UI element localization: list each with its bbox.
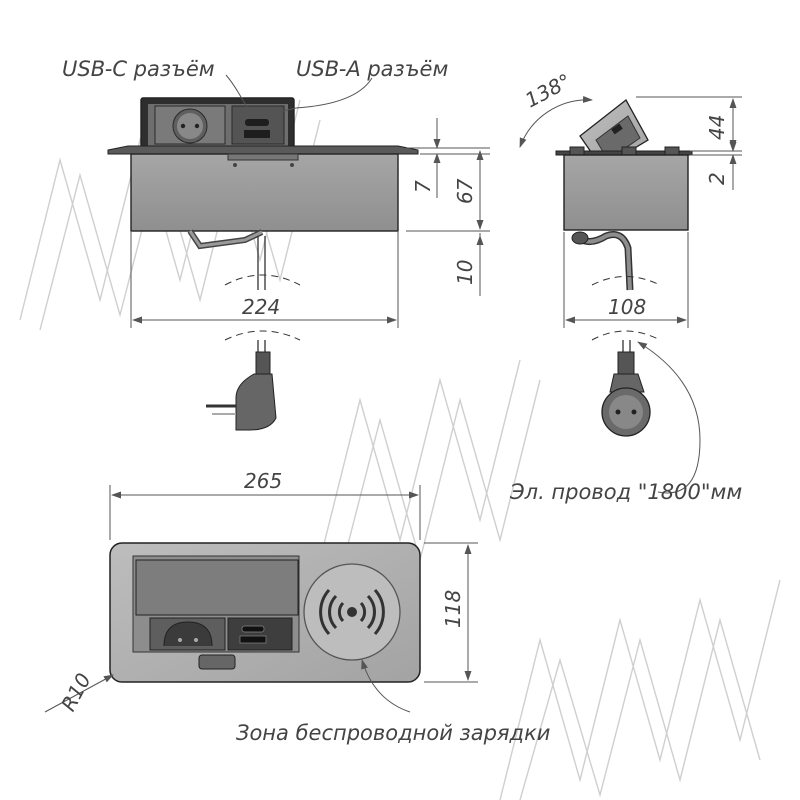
wireless-charging-icon: [319, 589, 385, 635]
schuko-socket-icon: [154, 105, 226, 145]
usb-port-icon: [239, 625, 267, 644]
dim-lid-height: 44: [705, 115, 729, 140]
top-dimensions: [44, 485, 478, 713]
schuko-socket-icon: [163, 621, 213, 647]
top-view: [109, 542, 421, 683]
side-dimensions: [519, 95, 742, 494]
dim-bottom-clearance: 10: [453, 260, 477, 285]
dim-tilt-angle: 138°: [521, 69, 575, 113]
usb-c-label: USB-C разъём: [62, 57, 215, 81]
dim-lid-offset: 7: [411, 180, 435, 193]
dim-side-width: 108: [608, 295, 646, 319]
front-view: [107, 97, 419, 360]
usb-port-icon: [231, 105, 285, 145]
radius-label: R10: [56, 669, 96, 715]
dim-top-height: 118: [441, 590, 465, 628]
dim-front-width: 224: [242, 295, 280, 319]
cable-label: Эл. провод "1800"мм: [509, 480, 742, 504]
dim-body-height: 67: [453, 178, 477, 204]
usb-a-label: USB-A разъём: [296, 57, 448, 81]
dim-side-offset: 2: [705, 172, 729, 185]
side-view: [555, 99, 693, 358]
power-plug-icon: [601, 351, 651, 437]
dim-top-width: 265: [244, 469, 282, 493]
power-plug-icon: [206, 351, 277, 431]
wireless-zone-label: Зона беспроводной зарядки: [236, 721, 550, 745]
front-dimensions: [130, 118, 490, 328]
usb-leaders: [225, 74, 373, 117]
